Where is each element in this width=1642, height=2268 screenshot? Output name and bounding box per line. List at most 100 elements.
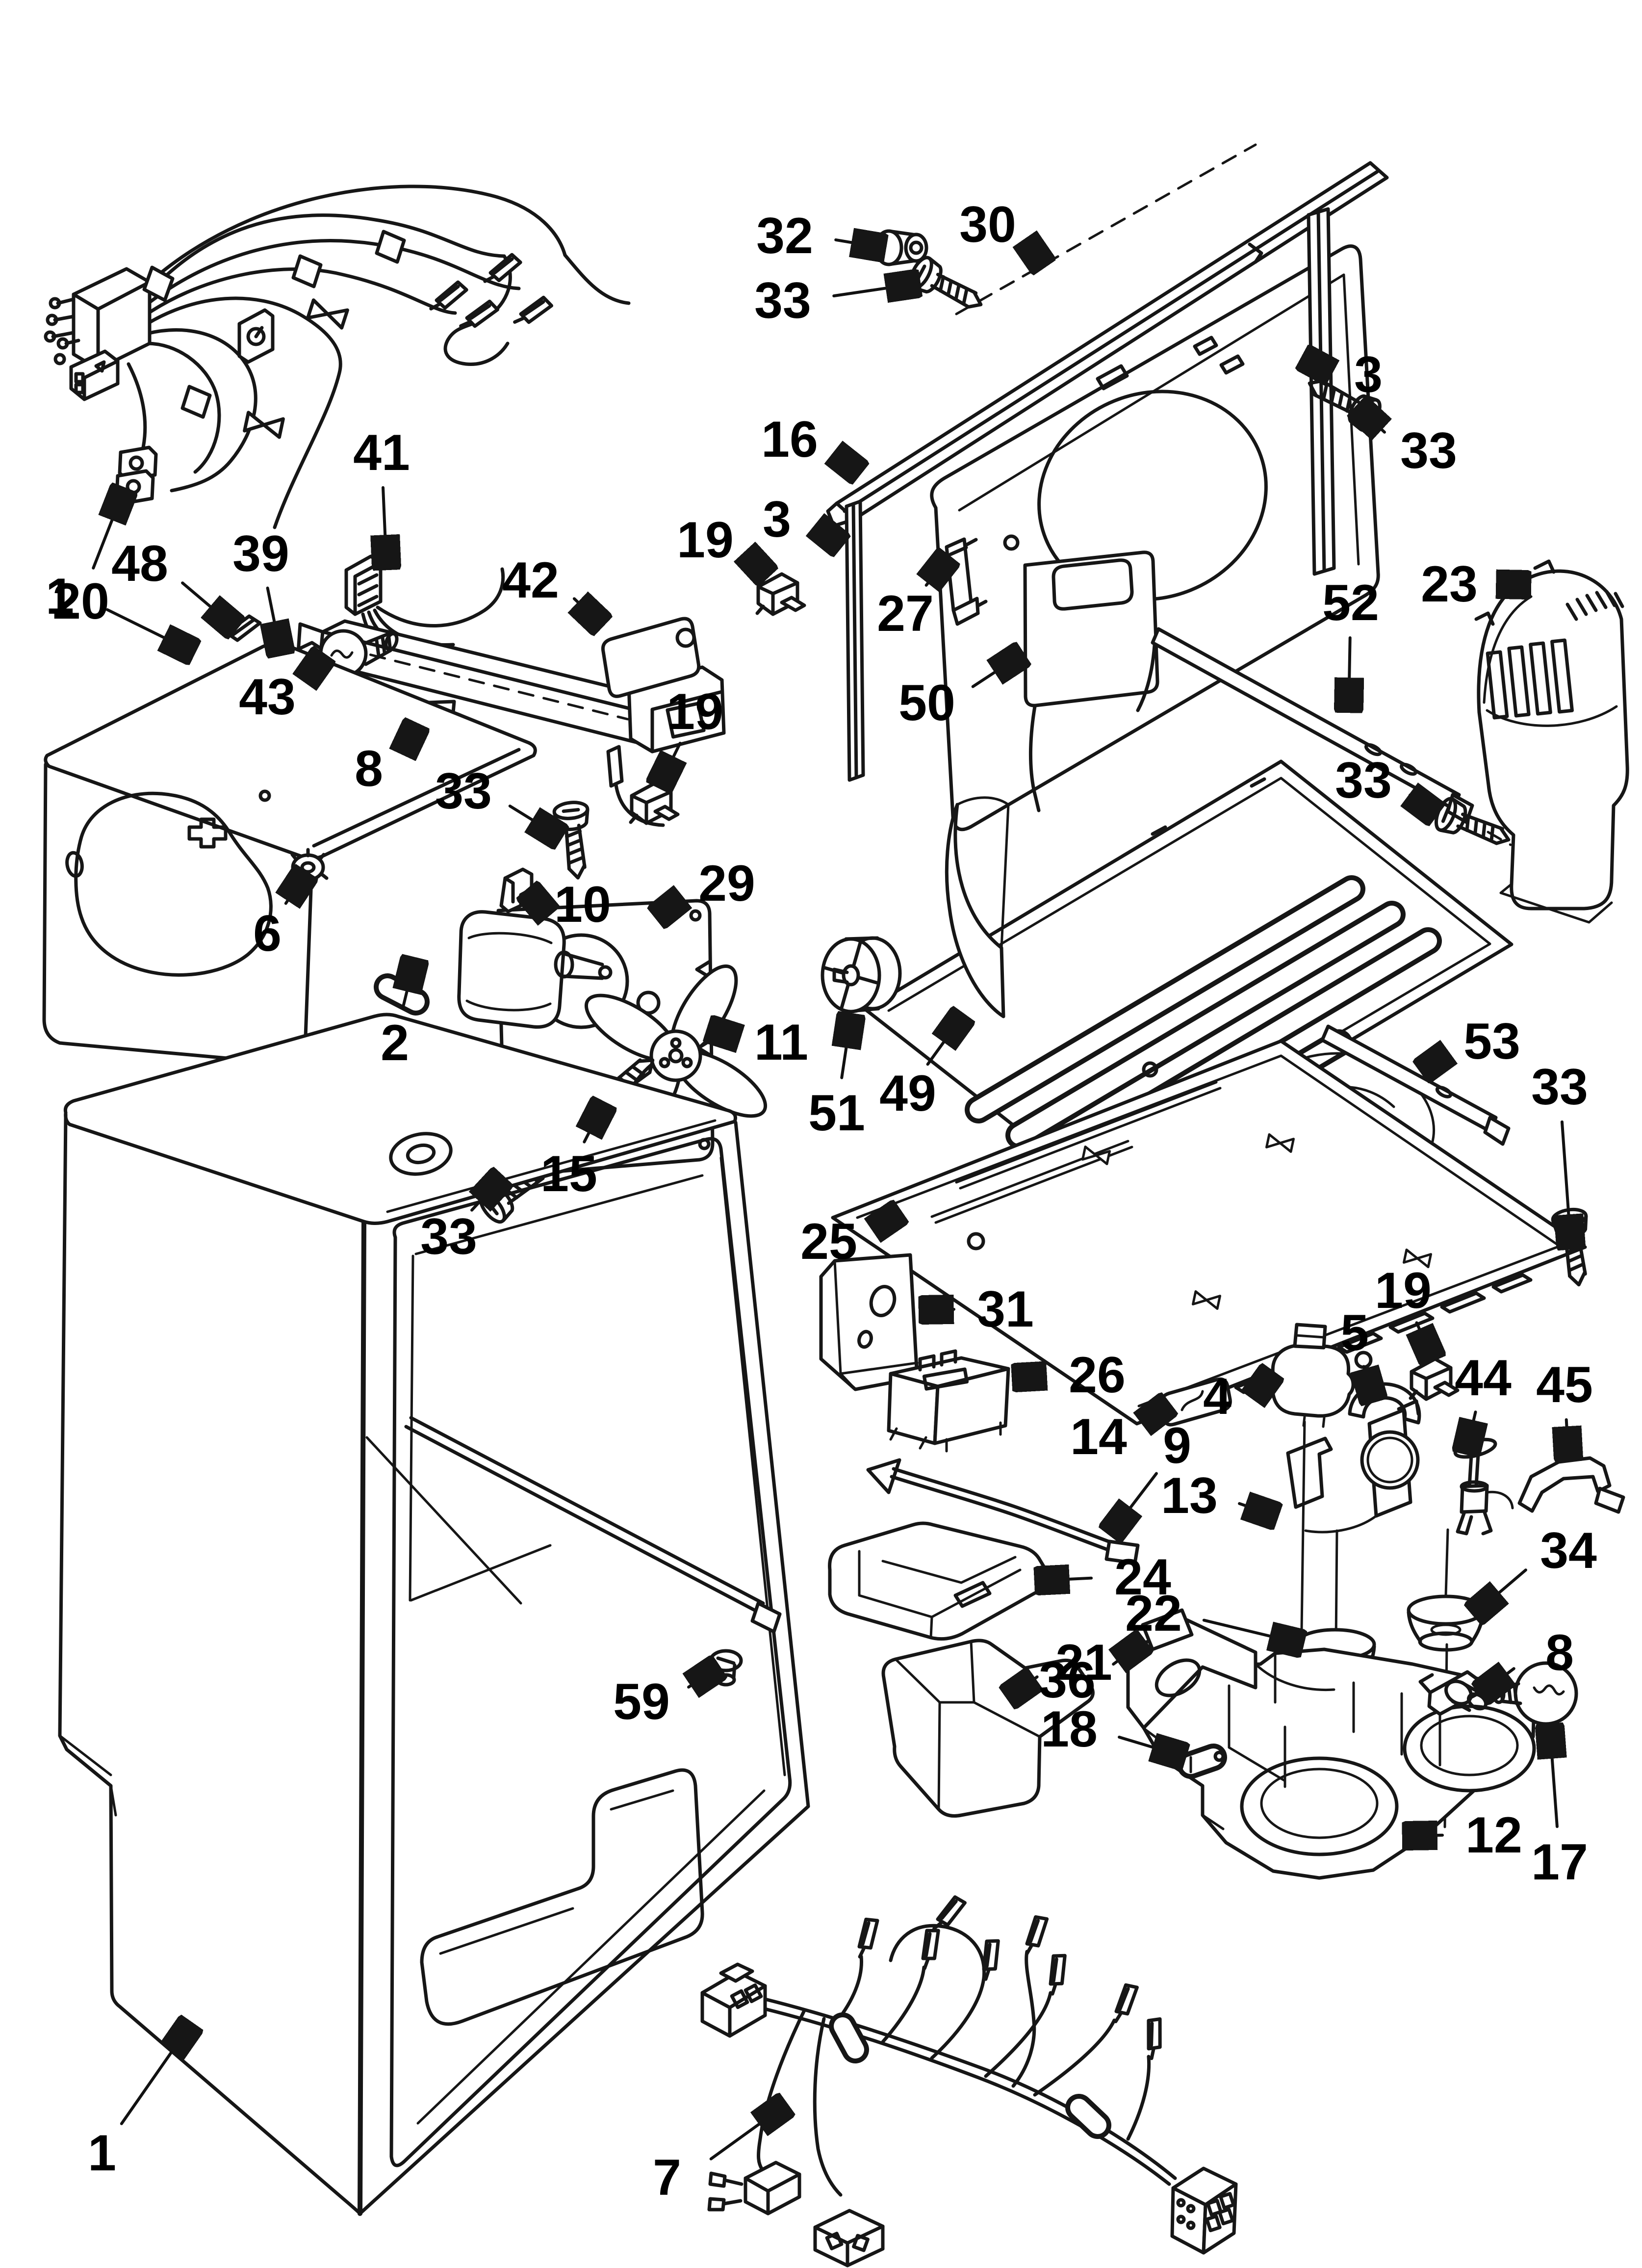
harness-plug-3pin: [69, 349, 120, 401]
callout-label: 11: [754, 1014, 808, 1071]
callout-leader: [1406, 1835, 1444, 1836]
harness-connector: [72, 267, 152, 371]
flag-terminal: [457, 300, 500, 331]
align-line: [1300, 1420, 1306, 1631]
flag-terminal: [1106, 1981, 1142, 2025]
callout-leader: [834, 240, 883, 248]
callout-leader: [1466, 1410, 1476, 1451]
callout-label: 49: [879, 1065, 936, 1122]
callout-label: 8: [355, 740, 383, 797]
callout-1-4: 1: [46, 568, 192, 652]
callout-leader: [1009, 1677, 1037, 1696]
callout-7-55: 7: [653, 2106, 785, 2206]
callout-leader: [584, 1105, 603, 1144]
callout-26-36: 26: [1015, 1347, 1126, 1404]
callout-leader: [709, 2106, 785, 2161]
callout-8-50: 8: [1482, 1624, 1574, 1693]
part-8-socket: [1418, 1670, 1488, 1716]
flag-terminal: [1018, 1914, 1052, 1957]
callout-label: 5: [1340, 1304, 1369, 1361]
flag-terminal: [850, 1916, 883, 1959]
wire-wrap: [375, 230, 406, 264]
callout-50-27: 50: [898, 655, 1021, 731]
callout-33-32: 33: [1335, 752, 1435, 813]
callout-leader: [922, 1309, 956, 1310]
callout-leader: [120, 2025, 190, 2125]
callout-leader: [1238, 1504, 1275, 1516]
callout-59-54: 59: [613, 1668, 717, 1730]
callout-49-18: 49: [879, 1017, 962, 1122]
callout-30-22: 30: [959, 196, 1043, 265]
callout-leader: [1113, 1642, 1143, 1664]
callout-leader: [1550, 1727, 1557, 1828]
callout-9-38: 9: [1111, 1417, 1191, 1533]
callout-leader: [1417, 1321, 1432, 1358]
callout-14-37: 14: [1070, 1405, 1167, 1465]
callout-label: 1: [46, 568, 74, 625]
callout-label: 52: [1322, 574, 1379, 631]
callout-44-43: 44: [1455, 1350, 1512, 1451]
callout-53-33: 53: [1423, 1013, 1520, 1070]
callout-leader: [1482, 1668, 1514, 1693]
callout-label: 32: [756, 208, 813, 264]
callout-4-39: 4: [1203, 1368, 1271, 1425]
callout-label: 29: [698, 855, 755, 912]
callout-19-9: 19: [660, 683, 723, 785]
callout-label: 59: [613, 1673, 670, 1730]
callout-label: 23: [1421, 556, 1478, 613]
callout-16-23: 16: [761, 411, 858, 472]
callout-leader: [1029, 245, 1043, 265]
part-19-clip: [631, 783, 678, 823]
part-31-bracket: [819, 1253, 919, 1391]
callout-label: 48: [111, 535, 168, 592]
callout-33-8: 33: [435, 763, 559, 836]
part-3-strip-right: [1307, 207, 1336, 576]
part-53-rail: [1320, 1024, 1511, 1146]
callout-leader: [660, 741, 680, 785]
pan-funnel: [945, 803, 1005, 1018]
callout-leader: [926, 558, 948, 585]
callout-33-16: 33: [420, 1178, 501, 1265]
callout-1-56: 1: [88, 2025, 190, 2182]
callout-leader: [181, 581, 234, 627]
callout-label: 3: [763, 491, 791, 548]
hidden-edge: [955, 143, 1257, 315]
callout-label: 39: [232, 525, 289, 582]
callout-39-2: 39: [232, 525, 289, 652]
callout-leader: [1038, 1578, 1093, 1581]
callout-leader: [824, 532, 840, 545]
callout-label: 20: [52, 573, 109, 630]
lamp-housing: [296, 619, 726, 827]
callout-label: 31: [977, 1281, 1034, 1338]
callout-label: 12: [1465, 1807, 1522, 1864]
callout-label: 13: [1161, 1467, 1218, 1524]
callout-label: 19: [677, 512, 734, 569]
callout-leader: [876, 1213, 898, 1228]
part-45-strap: [1517, 1456, 1625, 1514]
callout-leader: [92, 491, 124, 570]
callout-leader: [1423, 1055, 1444, 1070]
part-23-cover: [1474, 559, 1629, 924]
callout-leader: [529, 892, 533, 896]
callout-leader: [383, 486, 386, 567]
callout-15-15: 15: [540, 1105, 603, 1202]
callout-leader: [1410, 795, 1435, 813]
callout-31-35: 31: [922, 1281, 1034, 1338]
callout-2-13: 2: [381, 961, 414, 1071]
callout-label: 25: [800, 1213, 857, 1270]
part-50-duct: [1023, 550, 1159, 812]
callout-leader: [472, 1178, 501, 1210]
callout-leader: [574, 599, 601, 624]
callout-leader: [1111, 1472, 1158, 1533]
harness7-connector-left: [700, 1962, 767, 2038]
callout-34-47: 34: [1475, 1522, 1597, 1613]
callout-leader: [842, 1017, 851, 1079]
callout-36-49: 36: [1039, 1642, 1143, 1709]
callout-label: 1: [88, 2125, 116, 2182]
harness-switch: [237, 308, 275, 364]
callout-label: 3: [1354, 346, 1383, 403]
callout-19-25: 19: [677, 512, 766, 575]
